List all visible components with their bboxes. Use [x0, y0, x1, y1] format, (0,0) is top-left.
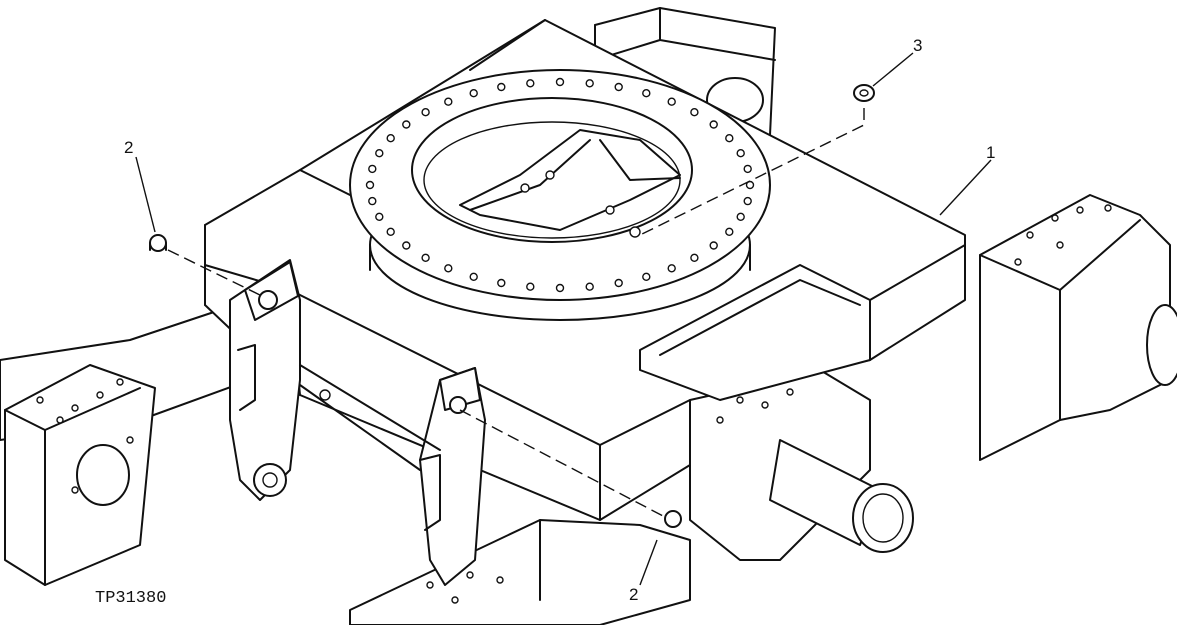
leader-lines — [135, 52, 992, 586]
bolt-hole — [725, 133, 734, 143]
bolt-hole — [368, 164, 377, 174]
pin-right — [664, 510, 682, 528]
right-side-beam — [979, 194, 1177, 461]
turntable-ring — [349, 69, 771, 321]
bolt-hole — [585, 79, 594, 88]
bolt-hole — [667, 97, 676, 106]
bolt-hole — [642, 88, 651, 98]
figure-id: TP31380 — [95, 589, 166, 608]
bolt-hole — [614, 82, 623, 92]
turntable-bolt-holes — [365, 77, 755, 293]
bolt-hole — [736, 212, 745, 222]
bottom-beam — [349, 519, 691, 625]
bolt-hole — [444, 97, 453, 106]
bolt-hole — [497, 82, 506, 92]
bolt-hole — [402, 241, 411, 250]
callout-2-right: 2 — [629, 585, 638, 604]
callout-1: 1 — [986, 143, 995, 162]
bolt-hole — [555, 283, 565, 293]
left-side-beam — [0, 299, 251, 586]
bolt-hole — [368, 196, 377, 206]
nut — [853, 84, 875, 102]
bolt-hole — [497, 278, 506, 288]
bolt-hole — [642, 272, 651, 281]
bolt-hole — [526, 282, 535, 291]
alignment-lines — [167, 108, 865, 518]
bolt-hole — [736, 148, 745, 158]
bolt-hole — [743, 164, 752, 174]
bolt-hole — [386, 133, 395, 143]
bolt-hole — [585, 282, 594, 291]
bolt-hole — [690, 107, 699, 117]
center-mount-bracket — [299, 364, 486, 586]
bolt-hole — [469, 272, 478, 281]
bolt-hole — [690, 253, 699, 262]
bolt-hole — [421, 107, 430, 117]
bolt-hole — [526, 79, 535, 88]
bolt-hole — [709, 241, 718, 250]
bolt-hole — [555, 77, 565, 87]
front-right-axle — [689, 369, 914, 561]
bolt-hole — [725, 227, 734, 237]
callout-3: 3 — [913, 36, 922, 55]
bolt-hole — [444, 264, 453, 273]
bolt-hole — [402, 120, 411, 129]
bolt-hole — [421, 253, 430, 262]
callout-2-left: 2 — [124, 138, 133, 157]
bolt-hole — [743, 196, 752, 206]
bolt-hole — [469, 88, 478, 98]
left-mount-bracket — [229, 259, 301, 501]
bolt-hole — [375, 212, 384, 222]
bolt-hole — [386, 227, 395, 237]
bolt-hole — [667, 264, 676, 273]
bolt-hole — [365, 180, 375, 190]
bolt-hole — [709, 120, 718, 129]
bolt-hole — [614, 278, 623, 288]
pin-left — [149, 234, 167, 252]
bolt-hole — [375, 148, 384, 158]
